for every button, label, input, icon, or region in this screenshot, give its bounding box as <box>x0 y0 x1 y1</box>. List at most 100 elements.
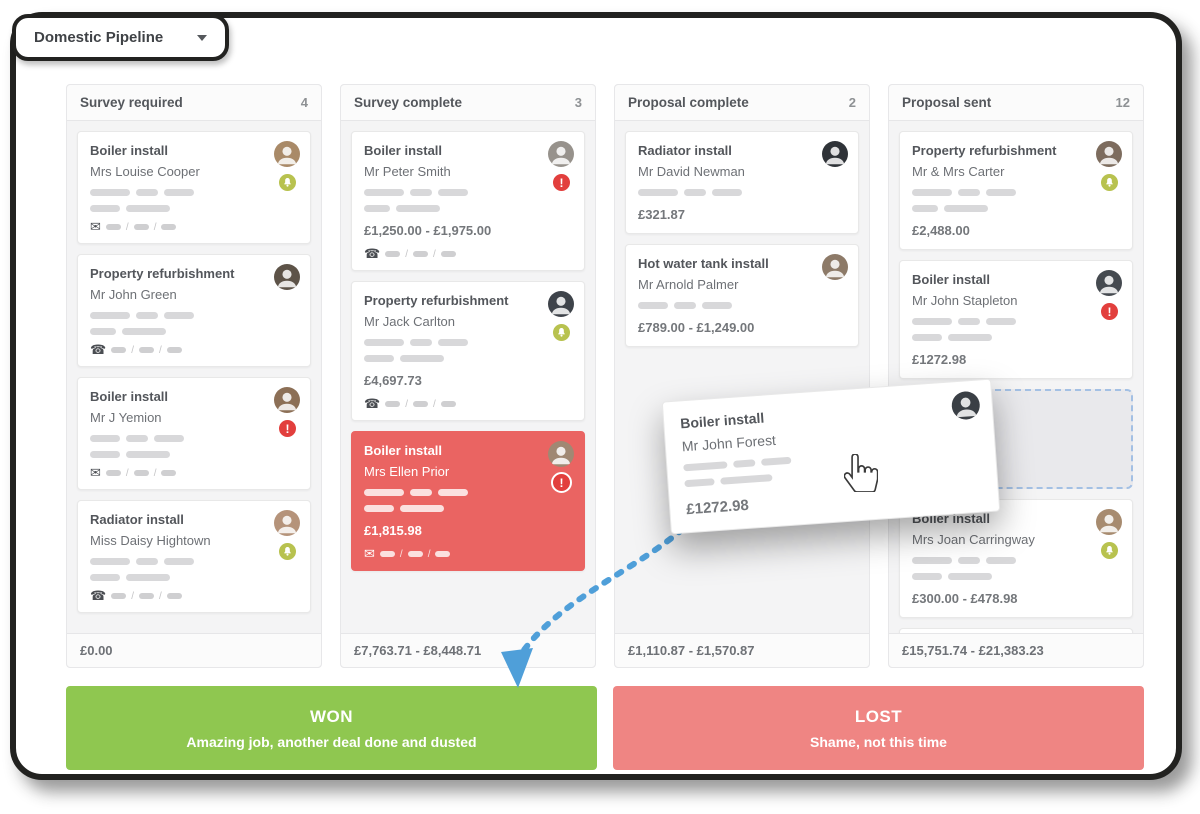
skeleton-bars <box>90 328 298 335</box>
skeleton-bars <box>912 557 1120 564</box>
pipeline-board: Survey required 4 Boiler install Mrs Lou… <box>16 18 1176 774</box>
avatar <box>822 141 848 167</box>
column-count: 12 <box>1115 95 1130 110</box>
columns-row: Survey required 4 Boiler install Mrs Lou… <box>66 84 1144 668</box>
card-contact-name: Mrs Joan Carringway <box>912 532 1035 547</box>
alert-badge: ! <box>551 172 572 193</box>
column-header: Proposal sent 12 <box>889 85 1143 121</box>
card-title: Boiler install <box>364 143 443 158</box>
deal-card[interactable]: Boiler install Mr J Yemion ✉ // ! <box>77 377 311 490</box>
skeleton-bars <box>638 302 846 309</box>
skeleton-bars <box>90 435 298 442</box>
avatar <box>548 141 574 167</box>
card-title: Property refurbishment <box>90 266 235 281</box>
avatar <box>548 441 574 467</box>
card-contact-name: Mr J Yemion <box>90 410 162 425</box>
won-button[interactable]: WON Amazing job, another deal done and d… <box>66 686 597 770</box>
skeleton-bars <box>364 189 572 196</box>
envelope-icon: ✉ <box>364 546 375 561</box>
column-total: £1,110.87 - £1,570.87 <box>615 633 869 667</box>
skeleton-bars <box>90 574 298 581</box>
phone-icon: ☎ <box>364 396 381 411</box>
lost-subtitle: Shame, not this time <box>810 733 947 750</box>
phone-icon: ☎ <box>90 342 107 357</box>
deal-card[interactable]: Property refurbishment Mr John Green ☎ /… <box>77 254 311 367</box>
deal-card[interactable]: Boiler install Mrs Joan Carringway £300.… <box>899 499 1133 618</box>
lost-title: LOST <box>854 706 903 726</box>
skeleton-bars <box>364 489 572 496</box>
column-proposal-sent: Proposal sent 12 Property refurbishment … <box>888 84 1144 668</box>
card-contact-name: Mr David Newman <box>638 164 745 179</box>
contact-date-row: ✉ // <box>90 220 298 233</box>
alert-badge: ! <box>1099 301 1120 322</box>
card-contact-name: Mrs Ellen Prior <box>364 464 450 479</box>
card-title: Boiler install <box>912 272 991 287</box>
card-price: £789.00 - £1,249.00 <box>638 320 755 335</box>
contact-date-row: ✉ // <box>90 465 298 480</box>
card-price: £4,697.73 <box>364 373 422 388</box>
deal-card[interactable]: Boiler install Mr Peter Smith £1,250.00 … <box>351 131 585 271</box>
deal-card[interactable]: Hot water tank install Mr Arnold Palmer … <box>625 244 859 347</box>
avatar <box>274 264 300 290</box>
pipeline-selector-dropdown[interactable]: Domestic Pipeline <box>12 14 230 61</box>
column-title: Proposal complete <box>628 95 749 110</box>
card-title: Hot water tank install <box>638 256 769 271</box>
skeleton-bars <box>364 505 572 512</box>
card-title: Radiator install <box>90 512 184 527</box>
won-subtitle: Amazing job, another deal done and duste… <box>186 733 477 750</box>
card-price: £1272.98 <box>912 352 967 367</box>
column-proposal-complete: Proposal complete 2 Radiator install Mr … <box>614 84 870 668</box>
skeleton-bars <box>912 318 1120 325</box>
dragged-deal-card[interactable]: Boiler install Mr John Forest £1272.98 <box>661 378 1001 535</box>
card-price: £1,815.98 <box>364 523 422 538</box>
column-survey-required: Survey required 4 Boiler install Mrs Lou… <box>66 84 322 668</box>
pipeline-board-frame: Survey required 4 Boiler install Mrs Lou… <box>10 12 1182 780</box>
card-contact-name: Mr John Stapleton <box>912 293 1018 308</box>
column-count: 4 <box>300 95 308 110</box>
column-header: Proposal complete 2 <box>615 85 869 121</box>
column-header: Survey required 4 <box>67 85 321 121</box>
skeleton-bars <box>90 205 298 212</box>
skeleton-bars <box>638 189 846 196</box>
envelope-icon: ✉ <box>90 465 101 480</box>
card-contact-name: Mr & Mrs Carter <box>912 164 1005 179</box>
card-contact-name: Mr John Green <box>90 287 177 302</box>
deal-card[interactable]: Property refurbishment Mr Jack Carlton £… <box>351 281 585 421</box>
skeleton-bars <box>364 355 572 362</box>
deal-card[interactable]: Boiler install Mrs Louise Cooper ✉ // <box>77 131 311 244</box>
avatar <box>548 291 574 317</box>
column-survey-complete: Survey complete 3 Boiler install Mr Pete… <box>340 84 596 668</box>
avatar <box>274 387 300 413</box>
phone-icon: ☎ <box>90 588 107 603</box>
card-contact-name: Mr Peter Smith <box>364 164 451 179</box>
avatar <box>1096 509 1122 535</box>
skeleton-bars <box>90 189 298 196</box>
column-card-list: Boiler install Mrs Louise Cooper ✉ // <box>67 121 321 633</box>
deal-card[interactable]: Boiler install Mr John Stapleton £1272.9… <box>899 260 1133 379</box>
skeleton-bars <box>912 573 1120 580</box>
avatar <box>1096 270 1122 296</box>
alert-badge: ! <box>277 418 298 439</box>
card-title: Property refurbishment <box>364 293 509 308</box>
card-title: Boiler install <box>364 443 443 458</box>
avatar <box>274 141 300 167</box>
avatar <box>822 254 848 280</box>
card-title: Property refurbishment <box>912 143 1057 158</box>
deal-card[interactable]: Property refurbishment The Fairmount Inn <box>899 628 1133 633</box>
lost-button[interactable]: LOST Shame, not this time <box>613 686 1144 770</box>
card-title: Boiler install <box>90 389 169 404</box>
deal-card[interactable]: Radiator install Miss Daisy Hightown ☎ /… <box>77 500 311 613</box>
deal-card[interactable]: Property refurbishment Mr & Mrs Carter £… <box>899 131 1133 250</box>
column-header: Survey complete 3 <box>341 85 595 121</box>
column-card-list: Property refurbishment Mr & Mrs Carter £… <box>889 121 1143 633</box>
alert-badge: ! <box>551 472 572 493</box>
card-contact-name: Mrs Louise Cooper <box>90 164 200 179</box>
deal-card-selected[interactable]: Boiler install Mrs Ellen Prior £1,815.98… <box>351 431 585 571</box>
avatar <box>950 390 981 421</box>
phone-icon: ☎ <box>364 246 381 261</box>
deal-card[interactable]: Radiator install Mr David Newman £321.87 <box>625 131 859 234</box>
column-title: Survey complete <box>354 95 463 110</box>
column-card-list: Radiator install Mr David Newman £321.87… <box>615 121 869 633</box>
skeleton-bars <box>90 558 298 565</box>
reminder-bell-badge <box>551 322 572 343</box>
